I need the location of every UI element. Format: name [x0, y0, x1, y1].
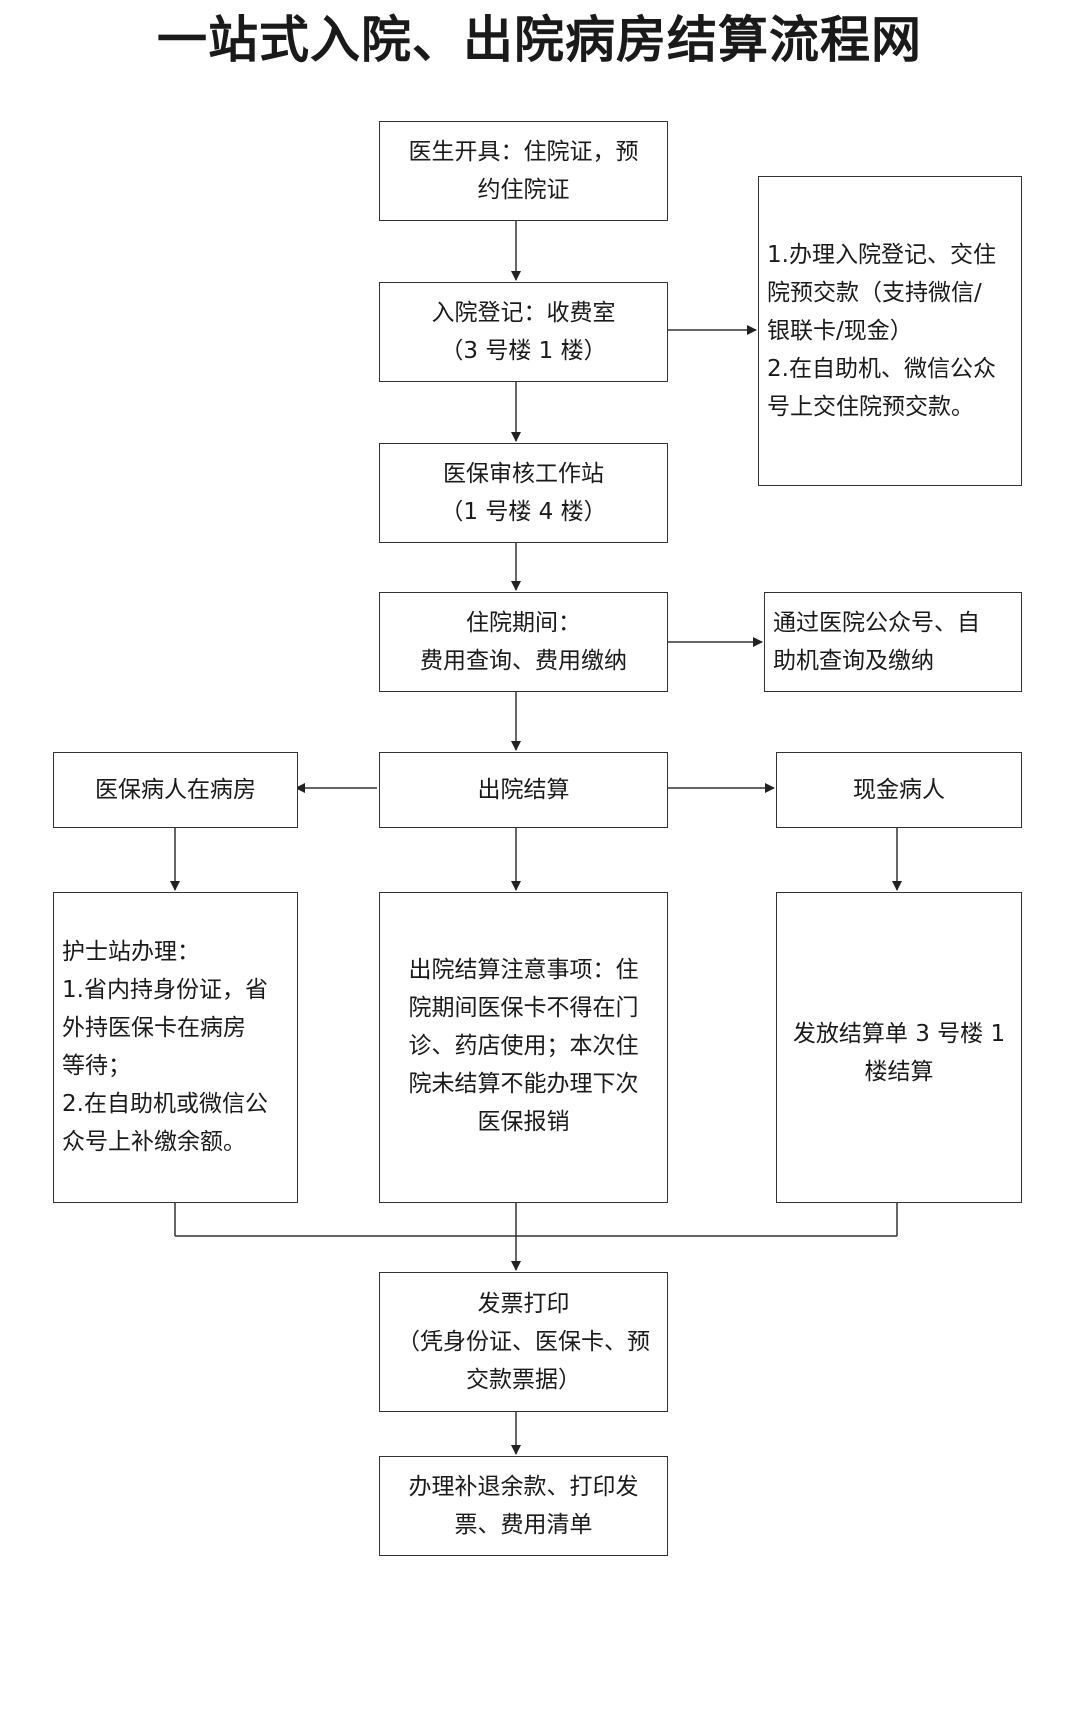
node-final-step: 办理补退余款、打印发 票、费用清单: [379, 1456, 668, 1556]
node-cash-patient: 现金病人: [776, 752, 1022, 828]
node-hospital-stay: 住院期间： 费用查询、费用缴纳: [379, 592, 668, 692]
node-discharge-notes: 出院结算注意事项：住 院期间医保卡不得在门 诊、药店使用；本次住 院未结算不能办…: [379, 892, 668, 1203]
node-discharge-settlement: 出院结算: [379, 752, 668, 828]
node-invoice-print: 发票打印 （凭身份证、医保卡、预 交款票据）: [379, 1272, 668, 1412]
node-insurance-review: 医保审核工作站 （1 号楼 4 楼）: [379, 443, 668, 543]
node-stay-note: 通过医院公众号、自 助机查询及缴纳: [764, 592, 1022, 692]
node-doctor-issue: 医生开具：住院证，预 约住院证: [379, 121, 668, 221]
node-cash-settlement: 发放结算单 3 号楼 1 楼结算: [776, 892, 1022, 1203]
node-nurse-station: 护士站办理： 1.省内持身份证，省 外持医保卡在病房 等待； 2.在自助机或微信…: [53, 892, 298, 1203]
node-admission-registration: 入院登记：收费室 （3 号楼 1 楼）: [379, 282, 668, 382]
node-admission-note: 1.办理入院登记、交住 院预交款（支持微信/ 银联卡/现金） 2.在自助机、微信…: [758, 176, 1022, 486]
node-insured-patient: 医保病人在病房: [53, 752, 298, 828]
page-title: 一站式入院、出院病房结算流程网: [157, 11, 922, 69]
